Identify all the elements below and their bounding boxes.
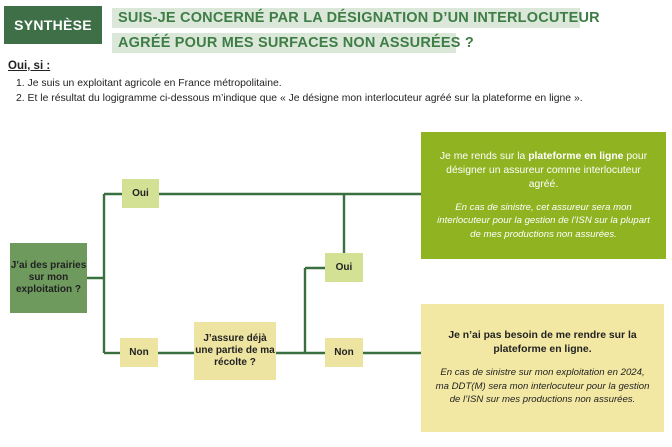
- page-title-line-1: SUIS-JE CONCERNÉ PAR LA DÉSIGNATION D’UN…: [112, 8, 600, 28]
- result-yellow-note: En cas de sinistre sur mon exploitation …: [435, 367, 650, 406]
- result-green-text-after: pour désigner un assureur comme interloc…: [446, 150, 648, 190]
- result-green-text-before: Je me rends sur la: [439, 150, 529, 162]
- result-designate-online: Je me rends sur la plateforme en ligne p…: [421, 132, 666, 259]
- synthese-badge: SYNTHÈSE: [4, 6, 102, 44]
- result-yellow-text-bold: plateforme en ligne: [493, 344, 589, 356]
- page-title-line-2: AGRÉÉ POUR MES SURFACES NON ASSURÉES ?: [112, 33, 474, 53]
- result-green-text-bold: plateforme en ligne: [528, 150, 624, 162]
- answer-oui-recolte: Oui: [325, 253, 363, 282]
- result-green-note: En cas de sinistre, cet assureur sera mo…: [437, 201, 650, 240]
- answer-oui-prairies: Oui: [122, 179, 159, 208]
- result-green-main: Je me rends sur la plateforme en ligne p…: [435, 150, 652, 192]
- question-prairies: J’ai des prairies sur mon exploitation ?: [10, 243, 87, 313]
- conditions-title: Oui, si :: [8, 60, 51, 72]
- condition-item-2: 2. Et le résultat du logigramme ci-desso…: [16, 93, 583, 104]
- result-no-action: Je n’ai pas besoin de me rendre sur la p…: [421, 304, 664, 432]
- condition-item-1: 1. Je suis un exploitant agricole en Fra…: [16, 78, 282, 89]
- answer-non-prairies: Non: [120, 338, 158, 367]
- result-yellow-text-after: .: [588, 344, 592, 356]
- answer-non-recolte: Non: [325, 338, 363, 367]
- question-recolte-assuree: J’assure déjà une partie de ma récolte ?: [194, 322, 276, 380]
- result-yellow-text-before: Je n’ai pas besoin de me rendre sur la: [448, 330, 637, 342]
- result-yellow-main: Je n’ai pas besoin de me rendre sur la p…: [435, 329, 650, 357]
